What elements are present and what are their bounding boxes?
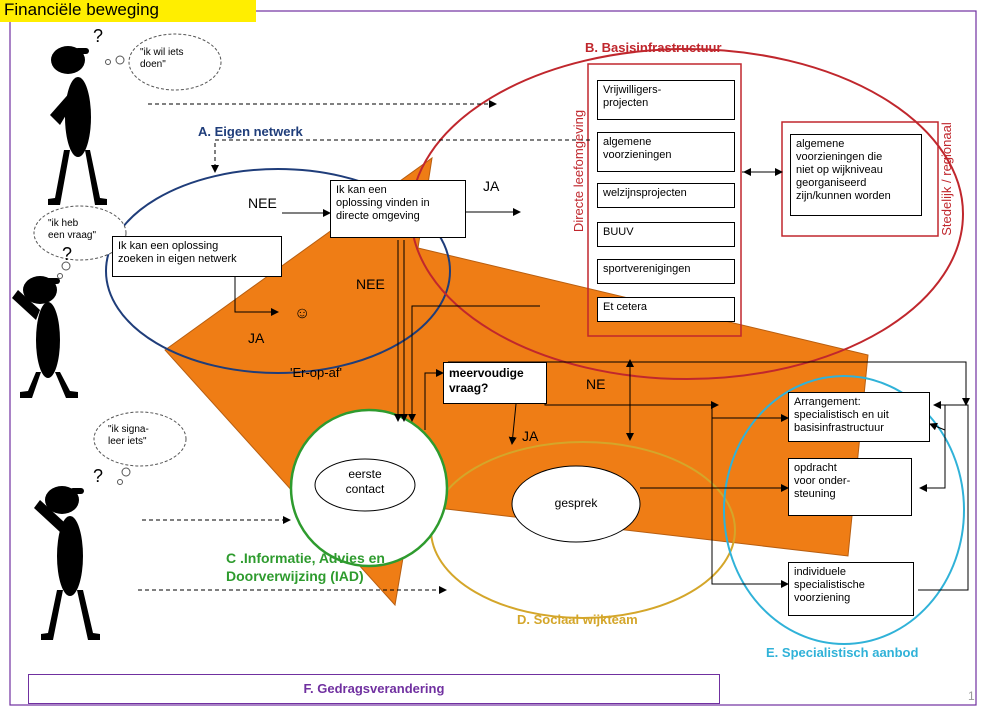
gesprek-text: gesprek bbox=[554, 496, 598, 510]
smiley-icon: ☺ bbox=[294, 305, 311, 322]
arrow-ja-left bbox=[234, 277, 279, 316]
basis-item-algemene: algemene voorzieningen bbox=[597, 132, 735, 172]
arrow-right-loop-top bbox=[448, 361, 970, 406]
specialist-item-individueel: individuele specialistische voorziening bbox=[788, 562, 914, 616]
figure-top bbox=[48, 46, 107, 205]
stedelijk-rect bbox=[781, 121, 939, 237]
section-e-title: E. Specialistisch aanbod bbox=[766, 645, 919, 660]
bubble-top-dot-1 bbox=[115, 55, 125, 65]
label-nee-mid: NEE bbox=[356, 276, 385, 292]
arrow-er-op-af bbox=[408, 305, 540, 422]
figure-bottom bbox=[34, 486, 100, 640]
arrow-vertical-to-e-1 bbox=[711, 405, 789, 588]
bubble-top-cloud bbox=[128, 33, 222, 91]
bubble-mid-cloud bbox=[33, 205, 127, 261]
eigen-netwerk-ellipse bbox=[105, 168, 451, 374]
section-d-title: D. Sociaal wijkteam bbox=[517, 612, 638, 627]
label-ja-mid: JA bbox=[522, 428, 539, 444]
banner-title: Financiële beweging bbox=[0, 0, 256, 22]
arrow-right-loop-mid bbox=[919, 405, 946, 492]
bubble-bottom-dot-1 bbox=[121, 467, 131, 477]
page-number: 1 bbox=[968, 689, 975, 703]
figure-middle bbox=[12, 276, 78, 398]
arrow-right-loop-bottom bbox=[918, 401, 969, 591]
specialist-item-arrangement: Arrangement: specialistisch en uit basis… bbox=[788, 392, 930, 442]
section-c-title: C .Informatie, Advies en Doorverwijzing … bbox=[226, 550, 385, 584]
section-f-title: F. Gedragsverandering bbox=[303, 681, 445, 696]
section-b-title: B. Basisinfrastructuur bbox=[585, 40, 722, 55]
bubble-mid-dot-1 bbox=[61, 261, 71, 271]
gesprek-oval bbox=[511, 465, 641, 543]
basis-item-vrijwilligers: Vrijwilligers- projecten bbox=[597, 80, 735, 120]
bubble-bottom-cloud bbox=[93, 411, 187, 467]
eerste-contact-text: eerste contact bbox=[345, 467, 385, 496]
question-mark-bottom: ? bbox=[93, 466, 104, 486]
basis-item-welzijn: welzijnsprojecten bbox=[597, 183, 735, 208]
arrow-right-loop-arrangement bbox=[929, 422, 946, 431]
slide-frame bbox=[9, 10, 977, 706]
bubble-mid-dot-2 bbox=[57, 273, 63, 279]
directe-omgeving-box: Ik kan een oplossing vinden in directe o… bbox=[330, 180, 466, 238]
question-mark-top: ? bbox=[93, 26, 104, 46]
bubble-top-text: "ik wil iets doen" bbox=[140, 47, 184, 70]
meervoudige-vraag-box: meervoudige vraag? bbox=[443, 362, 547, 404]
arrow-to-meervoudige bbox=[424, 369, 444, 430]
arrow-ja-to-gesprek bbox=[508, 403, 517, 445]
label-nee-top: NEE bbox=[248, 195, 277, 211]
question-mark-middle: ? bbox=[62, 244, 73, 264]
bubble-bottom-text: "ik signa- leer iets" bbox=[108, 424, 149, 447]
specialistisch-ellipse bbox=[723, 375, 965, 645]
bubble-bottom-dot-2 bbox=[117, 479, 123, 485]
stedelijk-box: algemene voorzieningen die niet op wijkn… bbox=[790, 134, 922, 216]
basis-item-etcetera: Et cetera bbox=[597, 297, 735, 322]
specialist-item-opdracht: opdracht voor onder- steuning bbox=[788, 458, 912, 516]
eerste-contact-oval bbox=[314, 458, 416, 512]
label-ja-left: JA bbox=[248, 330, 265, 346]
basis-item-buuv: BUUV bbox=[597, 222, 735, 247]
label-ne: NE bbox=[586, 376, 606, 392]
label-directe-leefomgeving: Directe leefomgeving bbox=[571, 109, 586, 233]
label-er-op-af: 'Er-op-af' bbox=[290, 365, 342, 380]
bubble-mid-text: "ik heb een vraag" bbox=[48, 218, 97, 241]
bubble-top-dot-2 bbox=[105, 59, 111, 65]
basis-item-sport: sportverenigingen bbox=[597, 259, 735, 284]
label-ja-top: JA bbox=[483, 178, 500, 194]
eigen-netwerk-box: Ik kan een oplossing zoeken in eigen net… bbox=[112, 236, 282, 277]
section-a-title: A. Eigen netwerk bbox=[198, 124, 303, 139]
section-f-box: F. Gedragsverandering bbox=[28, 674, 720, 704]
dashed-feedback-line bbox=[211, 139, 590, 173]
directe-leefomgeving-rect bbox=[587, 63, 742, 337]
label-stedelijk-regionaal: Stedelijk / regionaal bbox=[939, 122, 954, 236]
